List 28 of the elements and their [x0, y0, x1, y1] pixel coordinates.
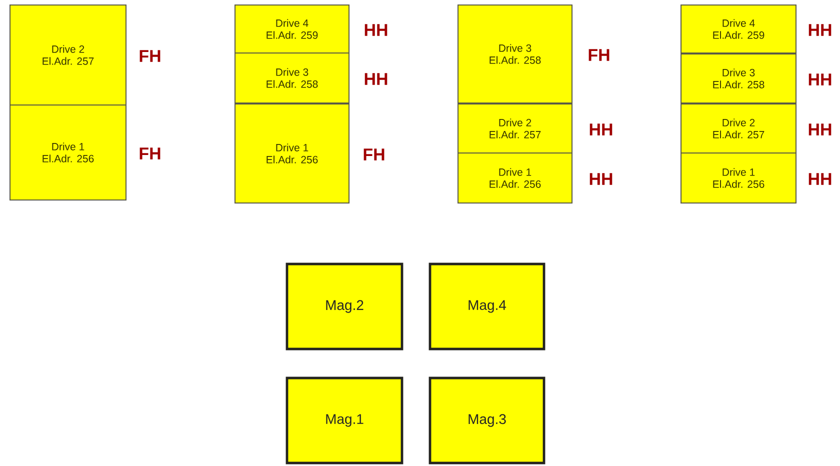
drive-box: Drive 1 El.Adr. 256 — [234, 104, 350, 204]
magazine-box: Mag.4 — [428, 262, 546, 350]
drive-box: Drive 4 El.Adr. 259 — [234, 4, 350, 54]
mode-label: HH — [808, 124, 832, 136]
mode-label: FH — [588, 49, 610, 61]
drive-box: Drive 4 El.Adr. 259 — [680, 4, 796, 54]
drive-box: Drive 1 El.Adr. 256 — [10, 104, 126, 200]
mode-label: FH — [140, 148, 160, 160]
mode-label: FH — [140, 50, 160, 62]
mode-label: HH — [808, 173, 832, 185]
drive-box: Drive 3 El.Adr. 258 — [458, 4, 572, 104]
mode-label: HH — [590, 124, 612, 136]
mode-label: HH — [808, 24, 832, 36]
drive-box: Drive 3 El.Adr. 258 — [680, 54, 796, 104]
drive-box: Drive 1 El.Adr. 256 — [458, 152, 572, 204]
mode-label: HH — [808, 74, 832, 86]
magazine-box: Mag.1 — [286, 376, 404, 464]
drive-box: Drive 2 El.Adr. 257 — [458, 104, 572, 154]
magazine-box: Mag.2 — [286, 262, 404, 350]
mode-label: HH — [364, 73, 388, 85]
mode-label: HH — [590, 173, 612, 185]
drive-box: Drive 2 El.Adr. 257 — [680, 104, 796, 154]
drive-box: Drive 2 El.Adr. 257 — [10, 4, 126, 106]
magazine-box: Mag.3 — [428, 376, 546, 464]
drive-box: Drive 3 El.Adr. 258 — [234, 52, 350, 104]
mode-label: HH — [364, 24, 388, 36]
drive-box: Drive 1 El.Adr. 256 — [680, 152, 796, 204]
mode-label: FH — [364, 148, 384, 160]
